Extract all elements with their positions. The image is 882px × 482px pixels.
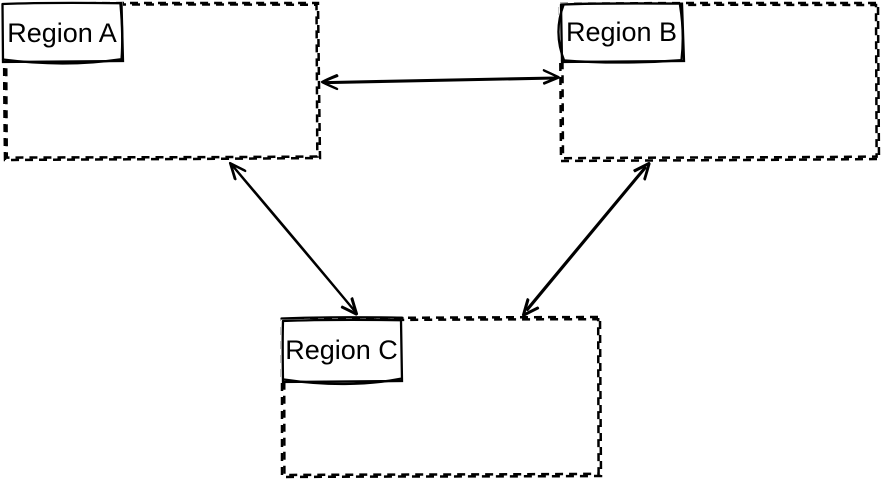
arrow-region-a-region-c (228, 161, 359, 316)
region-a-label-box (1, 1, 125, 65)
region-c-label-box (280, 316, 404, 386)
region-b-boundary (558, 1, 881, 163)
arrow-region-b-region-c (521, 161, 651, 317)
region-c-label: Region C (285, 335, 398, 365)
region-b-label-box (557, 2, 686, 64)
region-c-boundary (280, 315, 603, 479)
region-a-boundary (2, 1, 322, 162)
region-a-label: Region A (7, 17, 117, 48)
region-b-label: Region B (565, 17, 678, 47)
arrow-region-a-region-b (320, 69, 561, 91)
